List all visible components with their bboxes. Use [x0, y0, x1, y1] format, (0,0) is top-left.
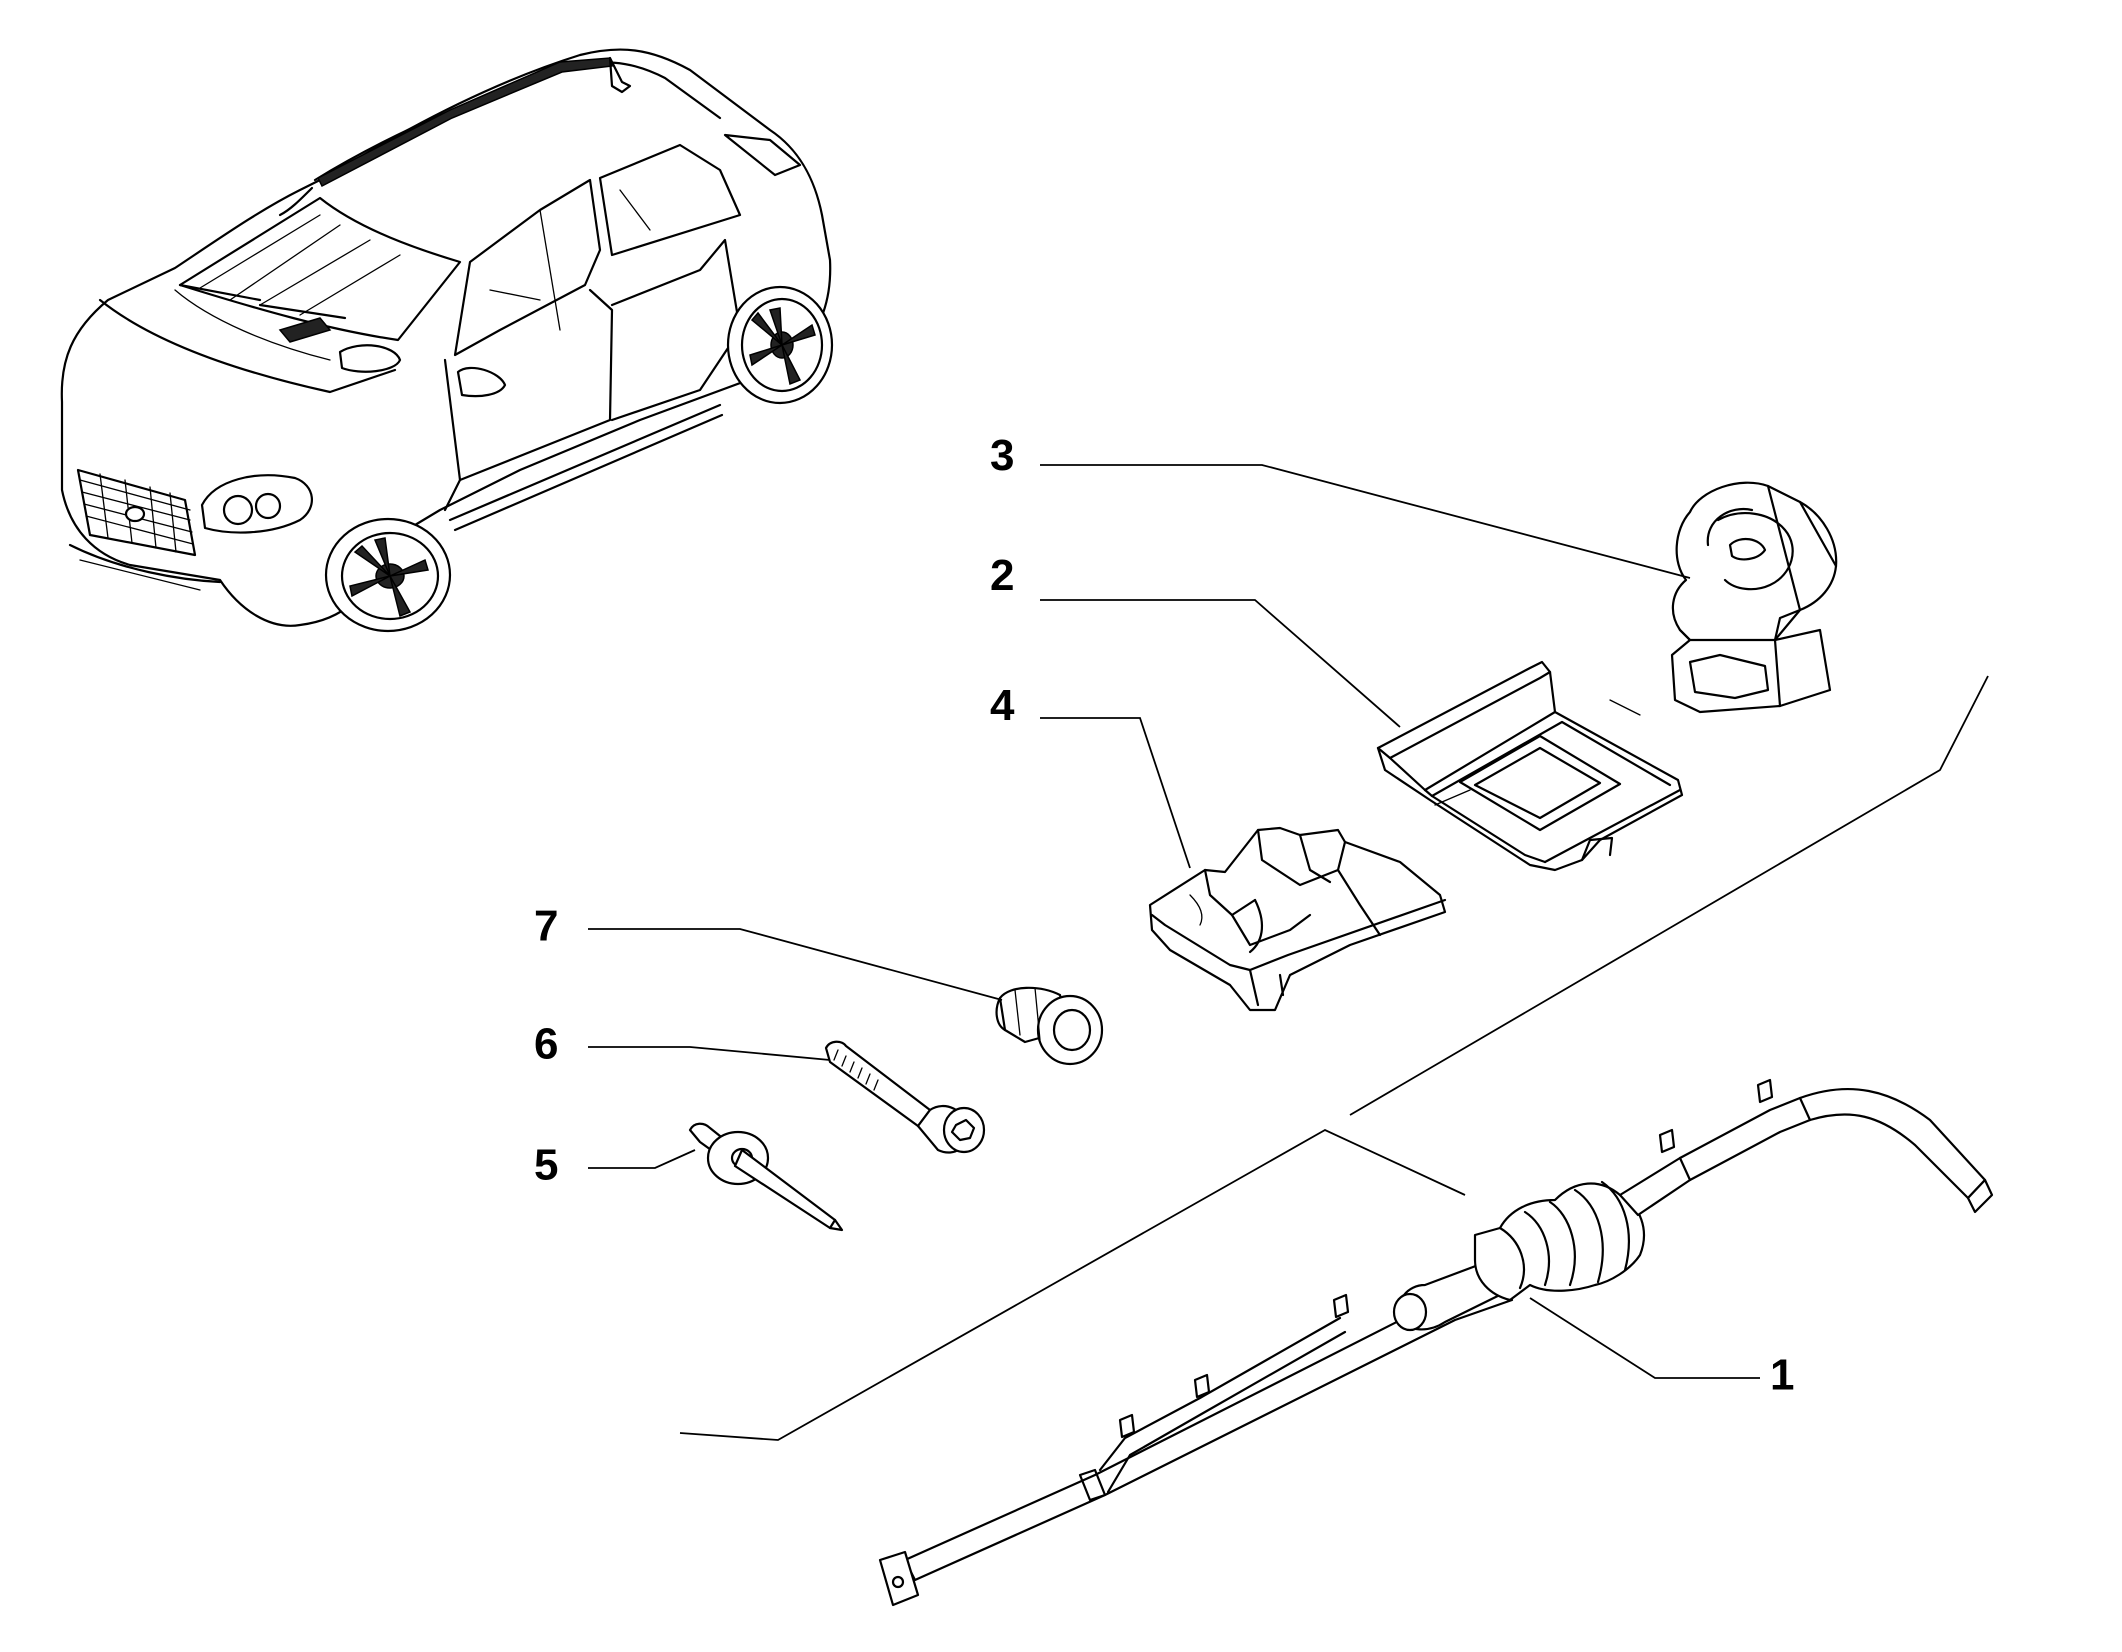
callout-2: 2 [990, 551, 1014, 600]
rivet-icon [688, 1122, 844, 1232]
callout-1: 1 [1770, 1351, 1794, 1400]
leader-3 [1040, 464, 1691, 579]
callout-6: 6 [534, 1020, 558, 1069]
leader-7 [588, 928, 1003, 1001]
leader-4 [1040, 717, 1191, 869]
callout-7: 7 [534, 902, 558, 951]
antenna-cable-harness-icon [878, 1078, 1994, 1607]
bushing-icon [995, 986, 1104, 1066]
leader-2 [1040, 599, 1401, 728]
cable-holder-icon [1148, 826, 1447, 1012]
support-bracket-icon [1376, 660, 1684, 872]
leader-lines [588, 464, 1760, 1379]
assembly-envelope [679, 675, 1989, 1441]
callout-3: 3 [990, 431, 1014, 480]
callout-4: 4 [990, 681, 1015, 730]
leader-1 [1529, 1297, 1760, 1379]
screw-icon [824, 1040, 986, 1154]
leader-5 [588, 1149, 696, 1169]
leader-6 [588, 1046, 831, 1061]
callout-labels: 1 2 3 4 5 6 7 [534, 431, 1794, 1400]
clip-icon [1670, 481, 1838, 714]
callout-5: 5 [534, 1141, 558, 1190]
vehicle-overview-icon [60, 48, 834, 633]
